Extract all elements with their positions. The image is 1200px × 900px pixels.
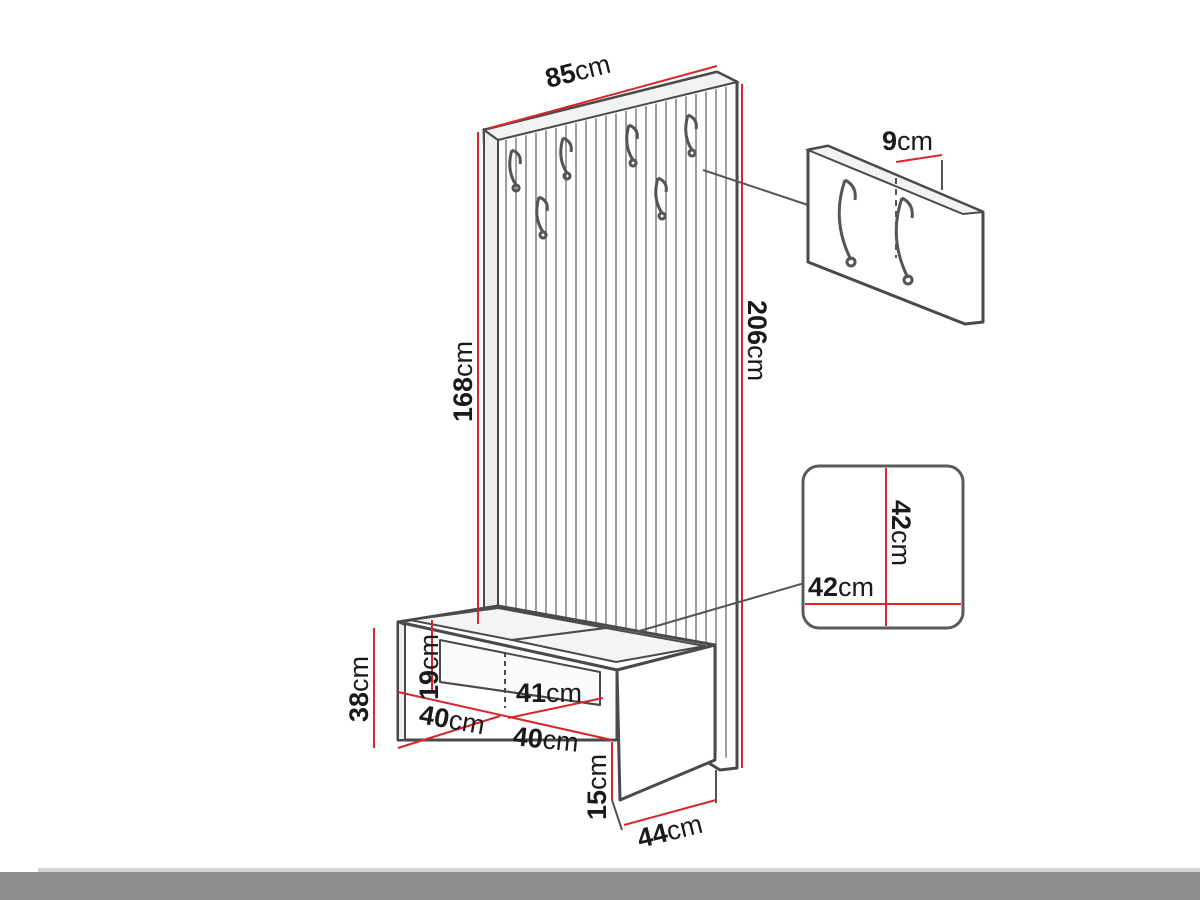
bench [396,604,717,802]
label-leg-height: 15cm [582,754,612,820]
wall-panel [481,70,740,772]
label-panel-height: 206cm [742,300,772,381]
bottom-bar-highlight [38,868,1200,873]
hook-icon [508,148,522,193]
label-panel-width: 85cm [542,49,613,94]
label-depth-left: 40cm [417,699,487,740]
extension-lines [483,128,809,831]
bottom-bar [0,872,1200,900]
panel-slats [505,86,727,758]
label-hook-zone-height: 168cm [448,341,478,422]
hook-detail-callout [804,144,985,326]
hook-icon [559,136,573,181]
hook-icon [535,195,549,240]
measure-lines [373,65,743,826]
label-cushion-width: 42cm [808,572,874,602]
coat-hooks [508,113,698,240]
label-compartment-width: 41cm [516,678,582,708]
label-bench-depth: 44cm [634,809,705,854]
label-depth-middle: 40cm [511,721,580,758]
hook-icon [625,123,639,168]
hook-icon [654,176,668,221]
label-bench-height: 38cm [344,656,374,722]
hook-icon [684,113,698,158]
hook-icon [837,178,857,268]
label-hook-spacing: 9cm [882,126,933,156]
cushion-detail-callout [801,464,965,630]
dimension-labels: 85cm 206cm 168cm 9cm 42cm 42cm 38cm 19cm… [344,49,933,854]
label-cushion-height: 42cm [886,500,916,566]
label-shelf-height: 19cm [414,634,444,700]
